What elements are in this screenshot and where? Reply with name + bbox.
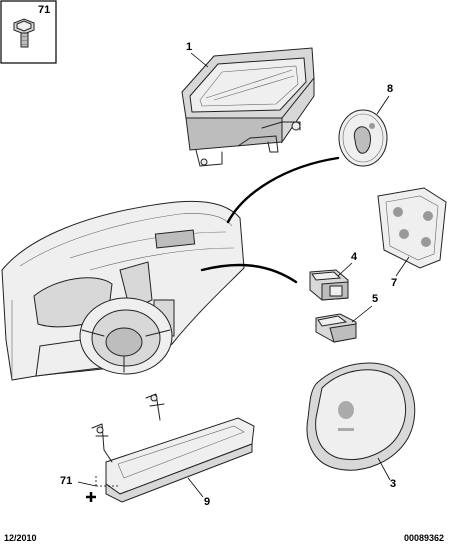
leader-curve-switch [200, 263, 298, 284]
airbag-warning-label [377, 187, 447, 269]
leader-curve-airbag [226, 156, 340, 224]
airbag-switch-4 [309, 269, 349, 301]
callout-4: 4 [351, 251, 358, 263]
steering-wheel [79, 297, 173, 375]
airbag-switch-5 [315, 313, 357, 343]
callout-1: 1 [186, 41, 192, 53]
fastener-cross-marker [86, 492, 96, 502]
passenger-airbag-module [181, 47, 315, 167]
part-71-inset: 71 [0, 0, 57, 64]
screw-icon [13, 18, 35, 48]
callout-5: 5 [372, 293, 378, 305]
callout-8: 8 [387, 83, 393, 95]
callout-71-inset: 71 [38, 4, 50, 16]
steering-wheel-airbag [306, 362, 416, 471]
callout-71-bottom: 71 [60, 475, 72, 487]
callout-7: 7 [391, 277, 397, 289]
callout-3: 3 [390, 478, 396, 490]
callout-9: 9 [204, 496, 210, 508]
airbag-round-label [338, 109, 388, 167]
knee-airbag-module [91, 393, 255, 503]
footer-date: 12/2010 [4, 533, 37, 543]
footer-reference-number: 00089362 [403, 533, 444, 543]
